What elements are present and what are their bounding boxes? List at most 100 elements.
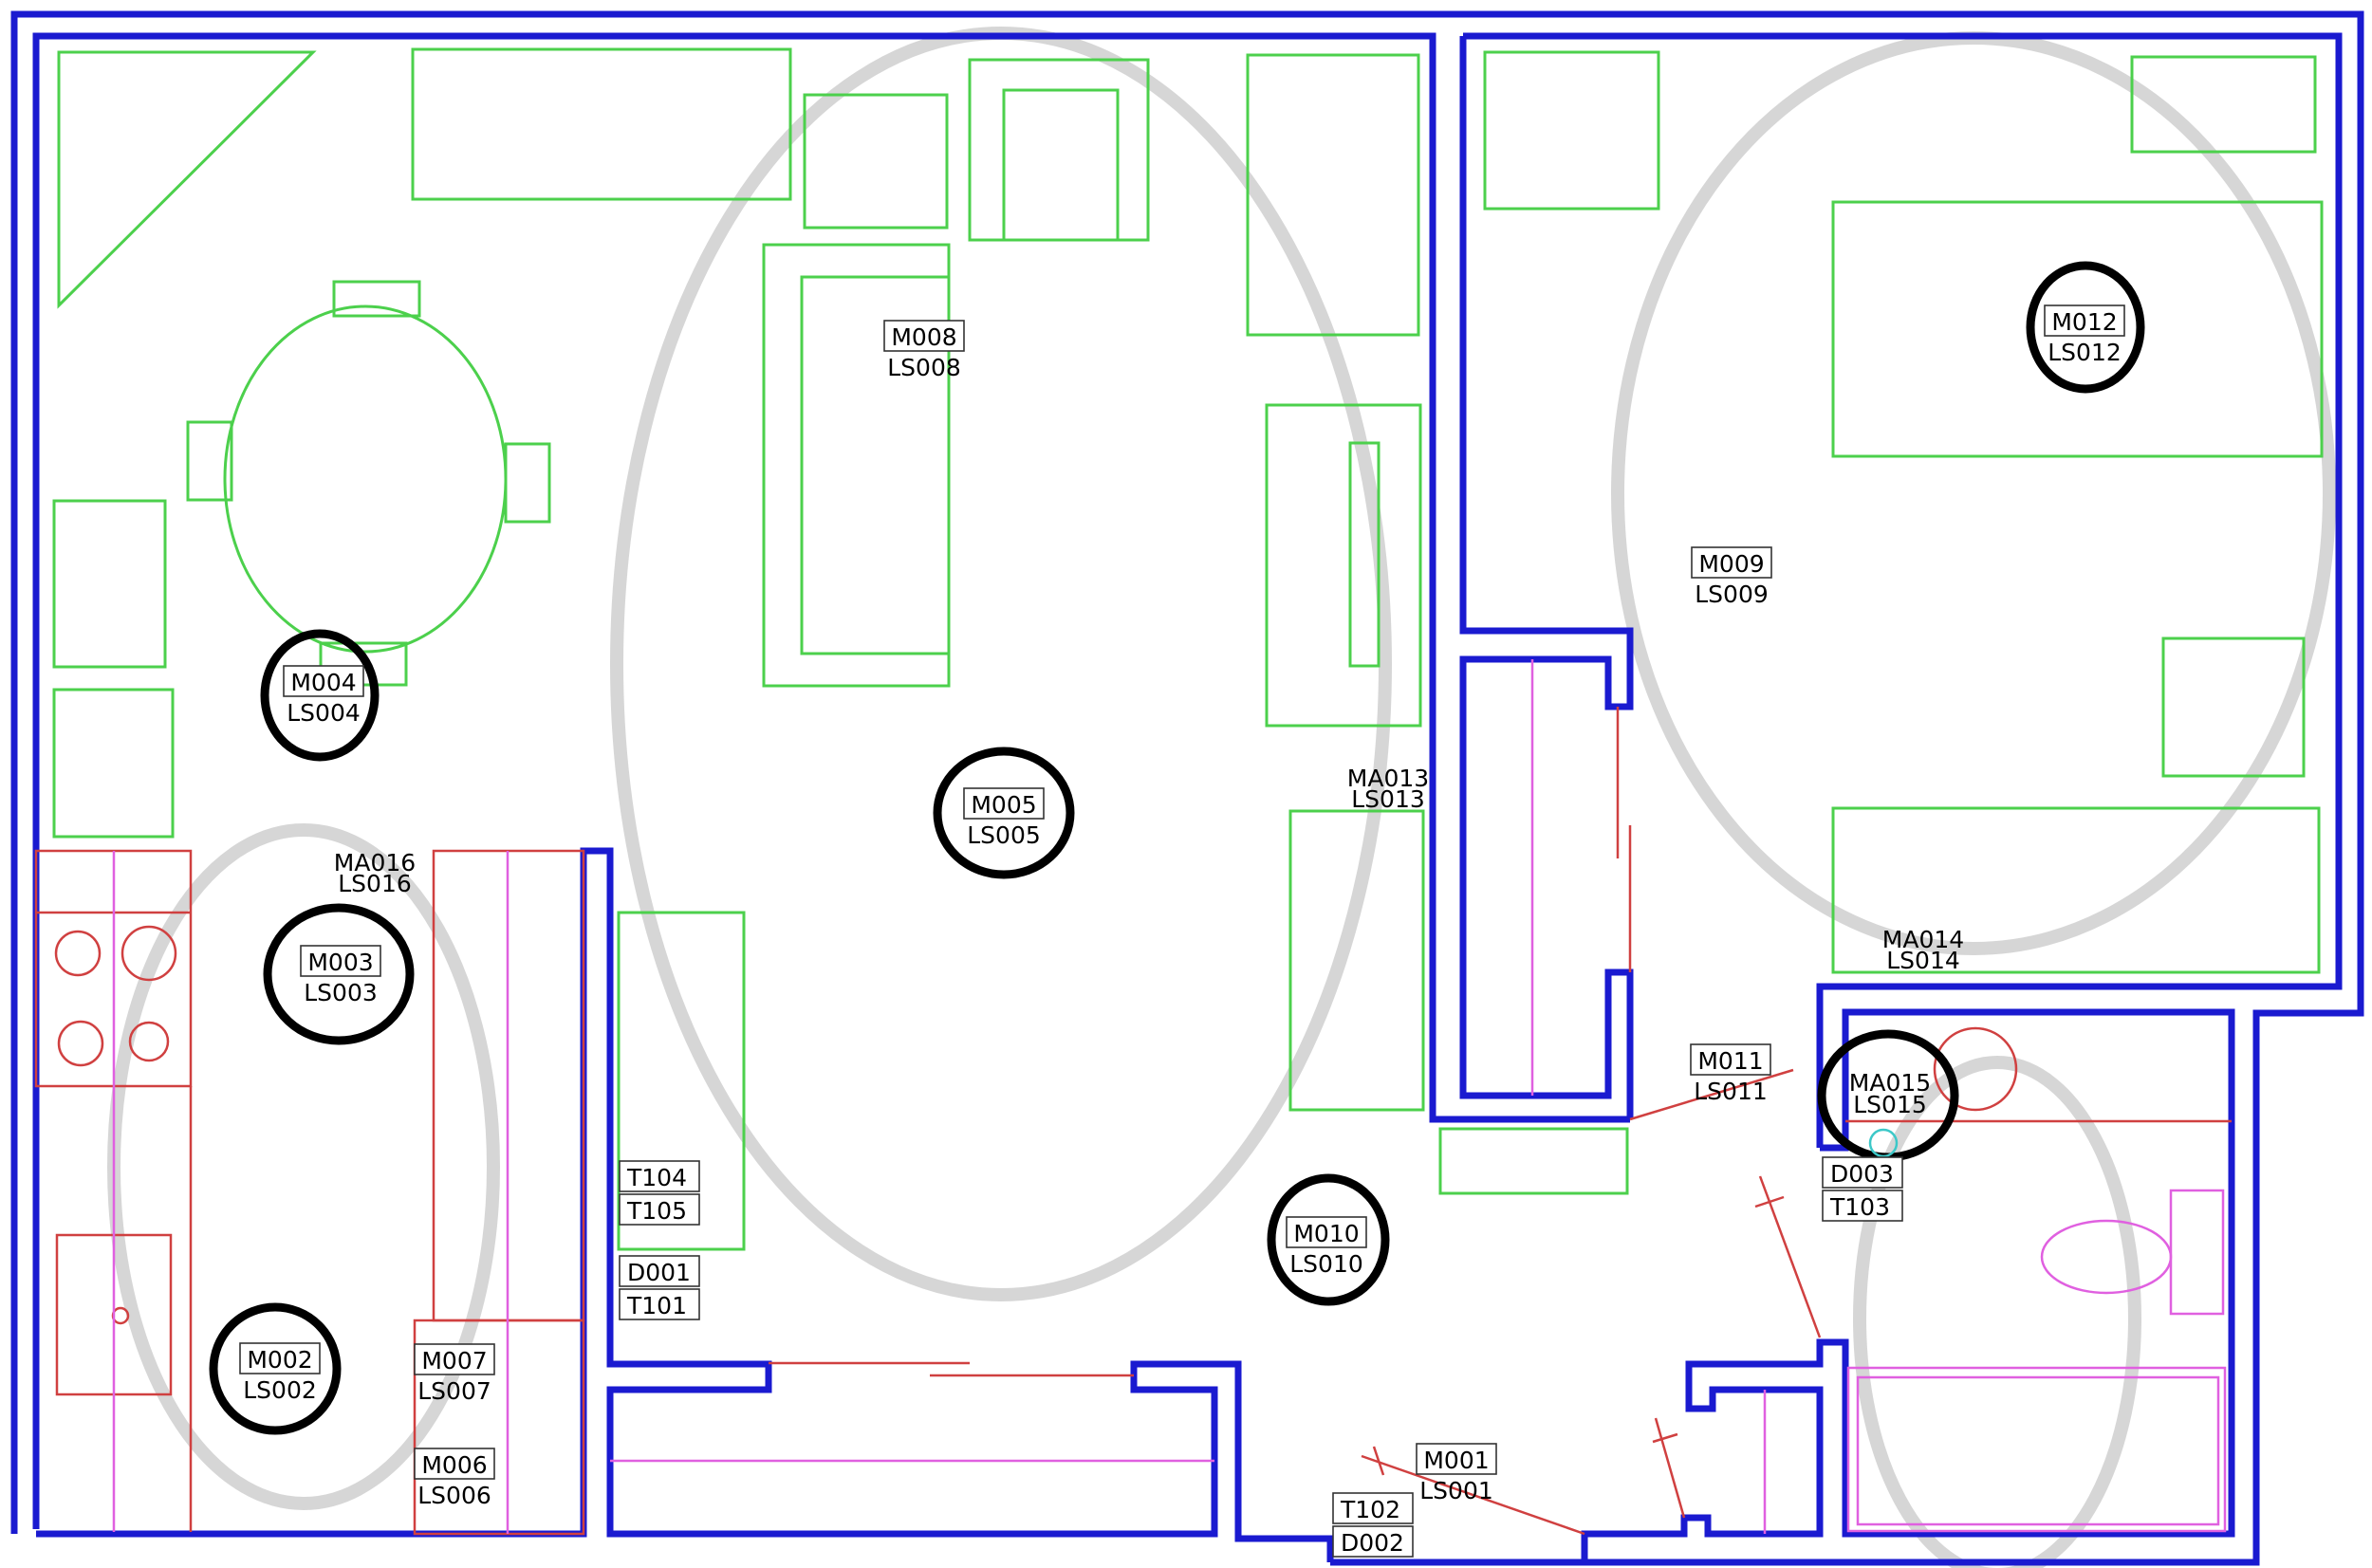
sensor-m009: M009 LS009 bbox=[1691, 546, 1772, 608]
sensor-m001: M001 LS001 bbox=[1416, 1443, 1497, 1504]
sensor-m004: M004 LS004 bbox=[283, 665, 364, 727]
light-sensor-id: LS002 bbox=[243, 1376, 317, 1404]
shelf-left-2 bbox=[52, 688, 175, 839]
sensor-box bbox=[1286, 1216, 1367, 1248]
sofa-outer bbox=[762, 243, 951, 688]
tag-t103: T103 bbox=[1822, 1190, 1903, 1222]
sensor-m007: M007 LS007 bbox=[414, 1343, 495, 1405]
shoe-rack bbox=[1438, 1127, 1629, 1195]
sensor-id: M006 bbox=[421, 1451, 487, 1479]
bathtub-inner bbox=[1856, 1375, 2220, 1526]
sensor-marker-ma015 bbox=[1868, 1128, 1899, 1158]
walls bbox=[10, 10, 2364, 1566]
sensor-ma016: MA016 LS016 bbox=[334, 849, 416, 897]
sensor-m008: M008 LS008 bbox=[883, 320, 965, 381]
light-sensor-id: LS007 bbox=[417, 1377, 491, 1405]
sensor-box bbox=[1690, 1043, 1771, 1076]
light-sensor-id: LS015 bbox=[1853, 1091, 1927, 1118]
bedroom-divider bbox=[1459, 36, 1634, 1119]
sensor-id: M009 bbox=[1698, 550, 1764, 578]
light-sensor-id: LS003 bbox=[304, 979, 378, 1006]
sensor-box bbox=[300, 945, 381, 977]
light-sensor-id: LS005 bbox=[967, 821, 1041, 849]
entry-door bbox=[1361, 1454, 1585, 1536]
sensor-box bbox=[414, 1448, 495, 1480]
tag-box bbox=[619, 1193, 700, 1226]
nightstand-top bbox=[2130, 55, 2317, 154]
sensor-m003: M003 LS003 bbox=[300, 945, 381, 1006]
burner-1 bbox=[54, 930, 102, 977]
corner-table bbox=[57, 50, 317, 309]
desk bbox=[1288, 809, 1425, 1112]
light-sensor-id: LS010 bbox=[1289, 1250, 1363, 1278]
sensor-m005: M005 LS005 bbox=[963, 787, 1045, 849]
sensor-id: MA013 bbox=[1347, 765, 1429, 792]
activity-zones bbox=[107, 27, 2336, 1568]
sensor-box bbox=[2044, 304, 2125, 337]
sensor-box bbox=[239, 1342, 321, 1374]
sensor-id: M010 bbox=[1293, 1220, 1359, 1247]
light-sensor-id: LS008 bbox=[887, 354, 961, 381]
tag-box bbox=[619, 1255, 700, 1287]
tag-box bbox=[619, 1160, 700, 1192]
toilet-tank bbox=[2169, 1189, 2225, 1316]
coffee-table bbox=[617, 911, 746, 1251]
sensor-ma014: MA014 LS014 bbox=[1882, 926, 1964, 974]
sensor-box bbox=[963, 787, 1045, 820]
cabinet bbox=[803, 93, 949, 230]
sensor-ma013: MA013 LS013 bbox=[1347, 765, 1429, 813]
sensor-markers bbox=[312, 668, 1899, 1158]
sink-drain bbox=[111, 1306, 130, 1325]
sideboard bbox=[411, 47, 792, 201]
sensor-id: M007 bbox=[421, 1347, 487, 1374]
wardrobe bbox=[1831, 806, 2321, 974]
entry-door-mark bbox=[1372, 1446, 1385, 1476]
tag-label: T103 bbox=[1829, 1193, 1890, 1221]
zone-living bbox=[610, 27, 1392, 1301]
sensor-box bbox=[883, 320, 965, 352]
sensor-id: M012 bbox=[2051, 308, 2117, 336]
sensor-m012: M012 LS012 bbox=[2044, 304, 2125, 366]
highlight-m012 bbox=[2026, 261, 2145, 394]
tag-label: T105 bbox=[626, 1197, 687, 1225]
burner-3 bbox=[57, 1020, 104, 1067]
light-sensor-id: LS004 bbox=[287, 699, 361, 727]
tv bbox=[1348, 441, 1381, 668]
sensor-id: M004 bbox=[290, 669, 356, 696]
sensor-box bbox=[414, 1343, 495, 1375]
sensor-box bbox=[1691, 546, 1772, 579]
light-sensor-id: LS016 bbox=[338, 870, 412, 897]
zone-bedroom bbox=[1611, 31, 2336, 955]
sensor-box bbox=[1416, 1443, 1497, 1475]
closet-door bbox=[1758, 1175, 1822, 1338]
tv-stand bbox=[1265, 403, 1422, 728]
tag-box bbox=[1822, 1190, 1903, 1222]
pantry bbox=[413, 1319, 585, 1536]
bath-sink bbox=[1933, 1026, 2018, 1112]
chair-right bbox=[504, 442, 551, 524]
hall-door bbox=[1629, 1068, 1794, 1121]
bedroom-dresser bbox=[1483, 50, 1660, 211]
bathtub-outer bbox=[1846, 1366, 2227, 1533]
chair-top bbox=[332, 280, 421, 318]
sensor-id: M003 bbox=[307, 949, 373, 976]
fixtures bbox=[34, 707, 2232, 1536]
sensor-id: M005 bbox=[971, 791, 1036, 819]
highlight-m004 bbox=[260, 629, 380, 762]
highlight-m010 bbox=[1267, 1173, 1390, 1306]
tag-box bbox=[1332, 1492, 1414, 1524]
entry-door-2 bbox=[1654, 1417, 1686, 1519]
sensor-id: M008 bbox=[891, 323, 956, 351]
highlight-m005 bbox=[933, 747, 1075, 879]
tag-t105: T105 bbox=[619, 1193, 700, 1226]
burner-2 bbox=[120, 925, 177, 982]
tag-box bbox=[1822, 1156, 1903, 1189]
tag-label: D002 bbox=[1341, 1529, 1404, 1557]
toilet-bowl bbox=[2040, 1219, 2173, 1295]
tag-label: D003 bbox=[1830, 1160, 1894, 1188]
inner-outline-left bbox=[32, 32, 1630, 1529]
armchair-outer bbox=[968, 58, 1150, 242]
tag-d003: D003 bbox=[1822, 1156, 1903, 1189]
entry-door-2-mark bbox=[1652, 1432, 1678, 1444]
sensor-m002: M002 LS002 bbox=[239, 1342, 321, 1404]
